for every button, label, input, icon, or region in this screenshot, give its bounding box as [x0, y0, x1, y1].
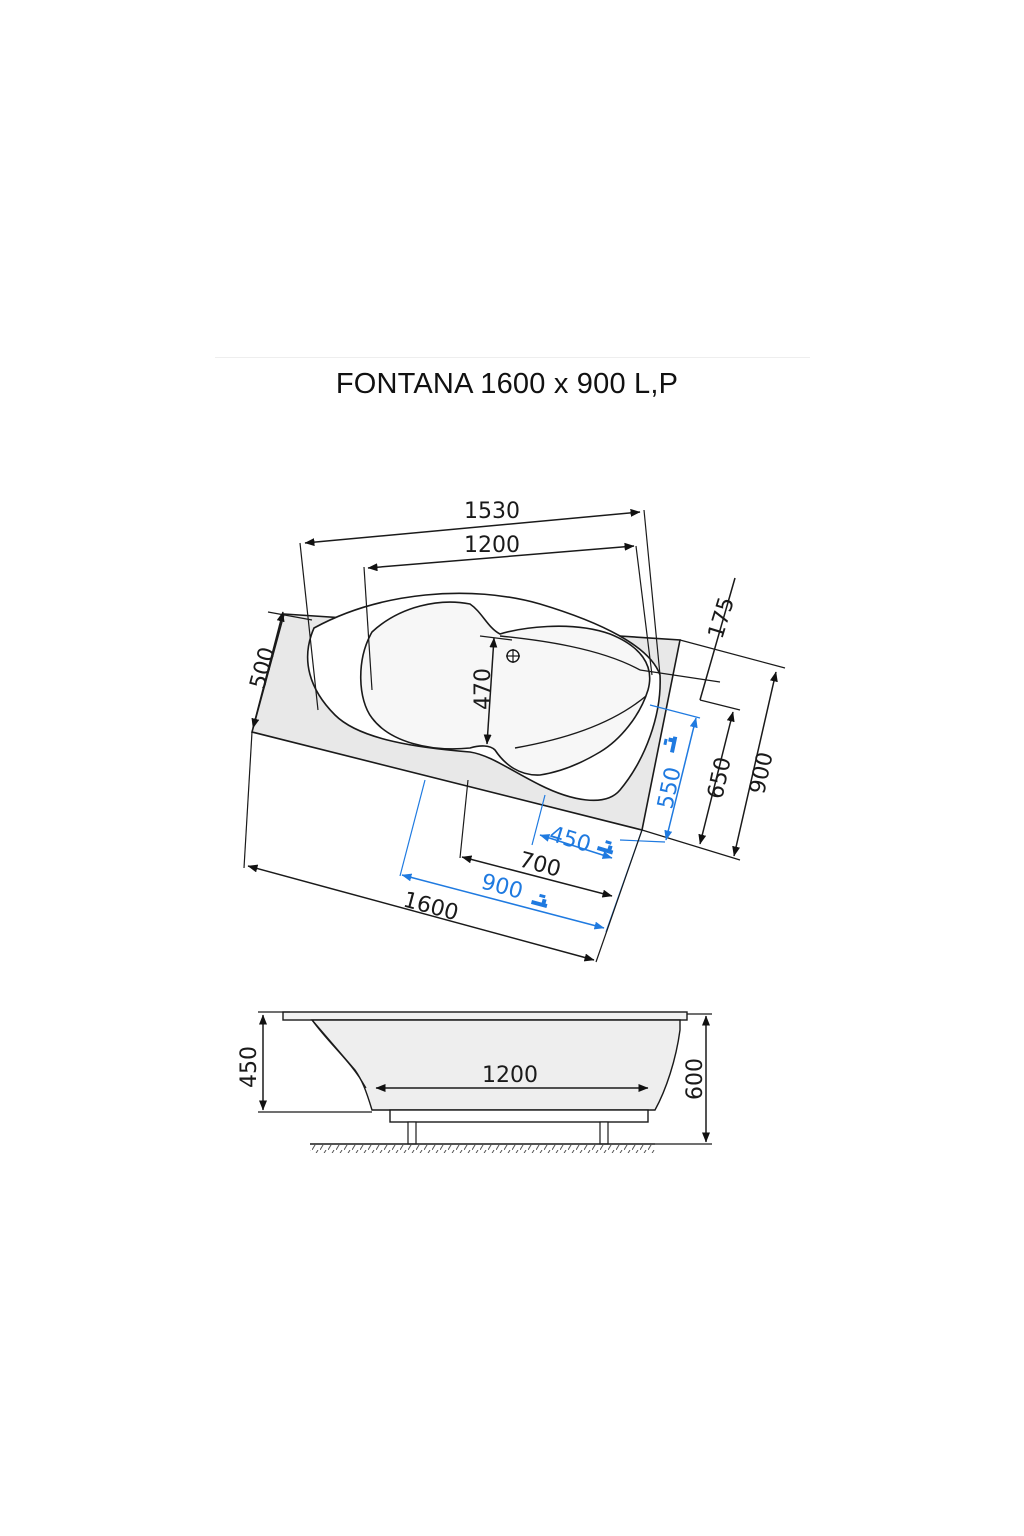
plan-view: 1530 1200 175 500 — [243, 499, 786, 963]
dimension-label: 900 — [478, 870, 525, 905]
dimension-label: 550 — [653, 765, 686, 811]
dimension-label: 1200 — [482, 1063, 538, 1088]
header-rule — [215, 357, 810, 358]
faucet-icon — [596, 840, 614, 855]
dimension-label: 900 — [745, 750, 778, 796]
dimension-450-height: 450 — [237, 1011, 372, 1113]
faucet-icon — [530, 893, 548, 909]
bathtub-base-plate — [389, 1109, 649, 1123]
support-leg — [407, 1121, 417, 1145]
dimension-1530: 1530 — [299, 499, 661, 711]
dimension-label: 450 — [237, 1046, 262, 1088]
dimension-label: 650 — [703, 755, 736, 801]
dimension-label: 450 — [546, 822, 593, 858]
page-title: FONTANA 1600 x 900 L,P — [335, 368, 679, 400]
dimension-label: 1530 — [464, 499, 520, 524]
dimension-650: 650 — [698, 699, 741, 845]
floor-hatch — [310, 1145, 655, 1153]
faucet-icon — [663, 736, 678, 753]
dimension-label: 1200 — [464, 533, 520, 558]
dimension-label: 470 — [471, 668, 496, 710]
dimension-label: 600 — [683, 1058, 708, 1100]
drain-icon — [506, 649, 520, 663]
dimension-label: 175 — [704, 594, 740, 641]
support-leg — [599, 1121, 609, 1145]
dimension-1200: 1200 — [363, 533, 653, 691]
dimension-1200-bottom: 1200 — [375, 1063, 649, 1092]
side-view: 450 600 1200 — [237, 1011, 712, 1153]
dimension-600-height: 600 — [655, 1013, 712, 1145]
dimension-label: 700 — [516, 848, 563, 883]
bathtub-rim-side — [282, 1011, 688, 1021]
dimension-label: 1600 — [400, 888, 461, 927]
dimension-470: 470 — [471, 635, 513, 745]
